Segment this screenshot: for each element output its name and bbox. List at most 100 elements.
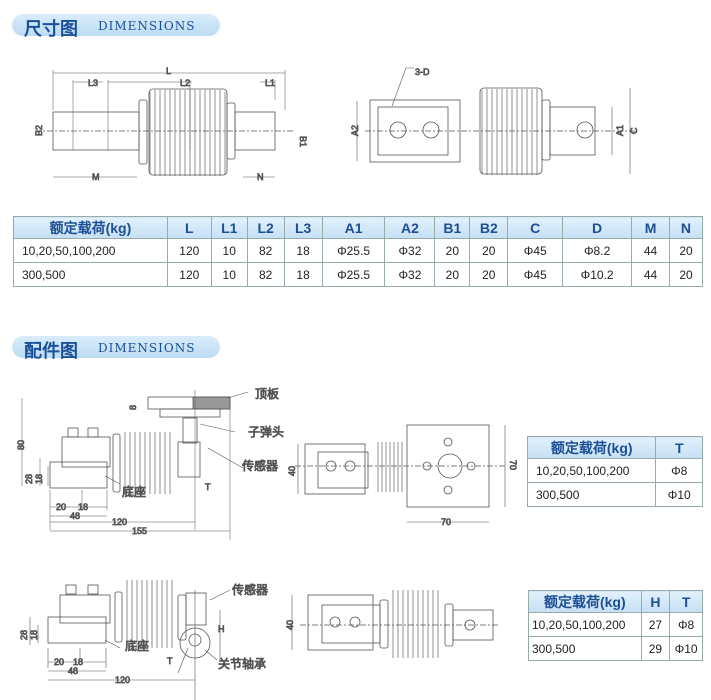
col-header: 额定载荷(kg) bbox=[13, 216, 168, 239]
label-base-2: 底座 bbox=[125, 638, 149, 653]
load-cell-side-view: L L3 L2 L1 M N B2 B1 bbox=[34, 66, 309, 183]
cell: 10,20,50,100,200 bbox=[13, 238, 168, 263]
dim-28-2: 28 bbox=[19, 630, 29, 640]
accessory-bearing-top-view: 40 bbox=[285, 590, 500, 658]
col-header: C bbox=[507, 216, 564, 239]
dim-8: 8 bbox=[128, 405, 138, 410]
table-header-row: 额定载荷(kg)T bbox=[526, 436, 703, 459]
col-header: A1 bbox=[321, 216, 386, 239]
dim-80: 80 bbox=[16, 440, 26, 450]
cell: 27 bbox=[640, 612, 671, 637]
cell: 300,500 bbox=[13, 262, 168, 287]
cell: 18 bbox=[283, 238, 323, 263]
dim-B2: B2 bbox=[34, 125, 44, 136]
col-header: L2 bbox=[246, 216, 285, 239]
col-header: L1 bbox=[210, 216, 248, 239]
section-header-dimensions: 尺寸图 DIMENSIONS bbox=[12, 14, 220, 40]
dim-M: M bbox=[92, 172, 100, 182]
dim-N: N bbox=[257, 172, 264, 182]
col-header: D bbox=[562, 216, 633, 239]
dim-40: 40 bbox=[287, 466, 297, 476]
col-header: 额定载荷(kg) bbox=[526, 436, 657, 459]
accessory-bearing-side-view: 传感器 底座 关节轴承 H T 28 18 20 18 48 120 bbox=[19, 580, 268, 700]
cell: 20 bbox=[668, 262, 704, 287]
dim-70-horizontal: 70 bbox=[441, 517, 451, 527]
cell: 120 bbox=[166, 238, 212, 263]
dim-H: H bbox=[218, 624, 225, 634]
cell: 20 bbox=[434, 262, 471, 287]
cell: Φ8.2 bbox=[562, 238, 633, 263]
cell: 20 bbox=[668, 238, 704, 263]
dim-3-D: 3-D bbox=[415, 67, 430, 77]
cell: Φ10 bbox=[655, 482, 703, 507]
dim-A2: A2 bbox=[350, 125, 360, 136]
cell: 82 bbox=[246, 262, 285, 287]
dim-18-2: 18 bbox=[29, 630, 39, 640]
label-bullet: 子弹头 bbox=[248, 425, 284, 439]
cell: 300,500 bbox=[528, 636, 642, 661]
label-joint-bearing: 关节轴承 bbox=[218, 656, 266, 671]
section-title-cn: 配件图 bbox=[24, 341, 78, 362]
cell: Φ10 bbox=[669, 636, 703, 661]
cell: Φ45 bbox=[507, 262, 564, 287]
load-cell-top-view: 3-D A2 A1 C bbox=[350, 67, 639, 175]
dim-T-2: T bbox=[167, 656, 173, 666]
dim-28: 28 bbox=[24, 474, 34, 484]
dim-40-2: 40 bbox=[285, 620, 295, 630]
col-header: 额定载荷(kg) bbox=[528, 590, 642, 613]
col-header: M bbox=[631, 216, 670, 239]
cell: 10,20,50,100,200 bbox=[528, 612, 642, 637]
dim-T: T bbox=[205, 482, 211, 492]
col-header: L3 bbox=[283, 216, 323, 239]
cell: Φ8 bbox=[669, 612, 703, 637]
col-header: T bbox=[669, 590, 703, 613]
cell: 120 bbox=[166, 262, 212, 287]
dim-L1: L1 bbox=[265, 78, 275, 88]
cell: 10 bbox=[210, 262, 248, 287]
accessory-top-plate-side-view: 顶板 子弹头 传感器 底座 T 80 8 28 18 20 18 48 120 … bbox=[16, 387, 284, 540]
dim-18: 18 bbox=[34, 474, 44, 484]
dim-A1: A1 bbox=[615, 125, 625, 136]
dim-70-vertical: 70 bbox=[508, 460, 518, 470]
section-title-cn: 尺寸图 bbox=[24, 19, 78, 40]
cell: 18 bbox=[283, 262, 323, 287]
cell: Φ32 bbox=[384, 262, 436, 287]
accessory-top-plate-top-view: 40 70 70 bbox=[287, 424, 518, 527]
cell: Φ32 bbox=[384, 238, 436, 263]
label-top-plate: 顶板 bbox=[255, 387, 279, 401]
cell: Φ8 bbox=[655, 458, 703, 483]
dim-120-2: 120 bbox=[115, 675, 130, 685]
dim-48: 48 bbox=[70, 511, 80, 521]
col-header: T bbox=[655, 436, 703, 459]
cell: 20 bbox=[469, 262, 509, 287]
label-base: 底座 bbox=[122, 484, 146, 499]
cell: 29 bbox=[640, 636, 671, 661]
dim-L: L bbox=[166, 66, 171, 76]
cell: Φ45 bbox=[507, 238, 564, 263]
cell: 82 bbox=[246, 238, 285, 263]
dim-155: 155 bbox=[132, 526, 147, 536]
dim-20: 20 bbox=[56, 502, 66, 512]
section-title-en: DIMENSIONS bbox=[98, 341, 196, 355]
cell: 20 bbox=[469, 238, 509, 263]
col-header: L bbox=[166, 216, 212, 239]
cell: 44 bbox=[631, 262, 670, 287]
col-header: B2 bbox=[469, 216, 509, 239]
col-header: H bbox=[640, 590, 671, 613]
cell: Φ25.5 bbox=[321, 262, 386, 287]
dim-L2: L2 bbox=[180, 78, 190, 88]
dim-C: C bbox=[629, 127, 639, 134]
dim-20-2: 20 bbox=[54, 657, 64, 667]
